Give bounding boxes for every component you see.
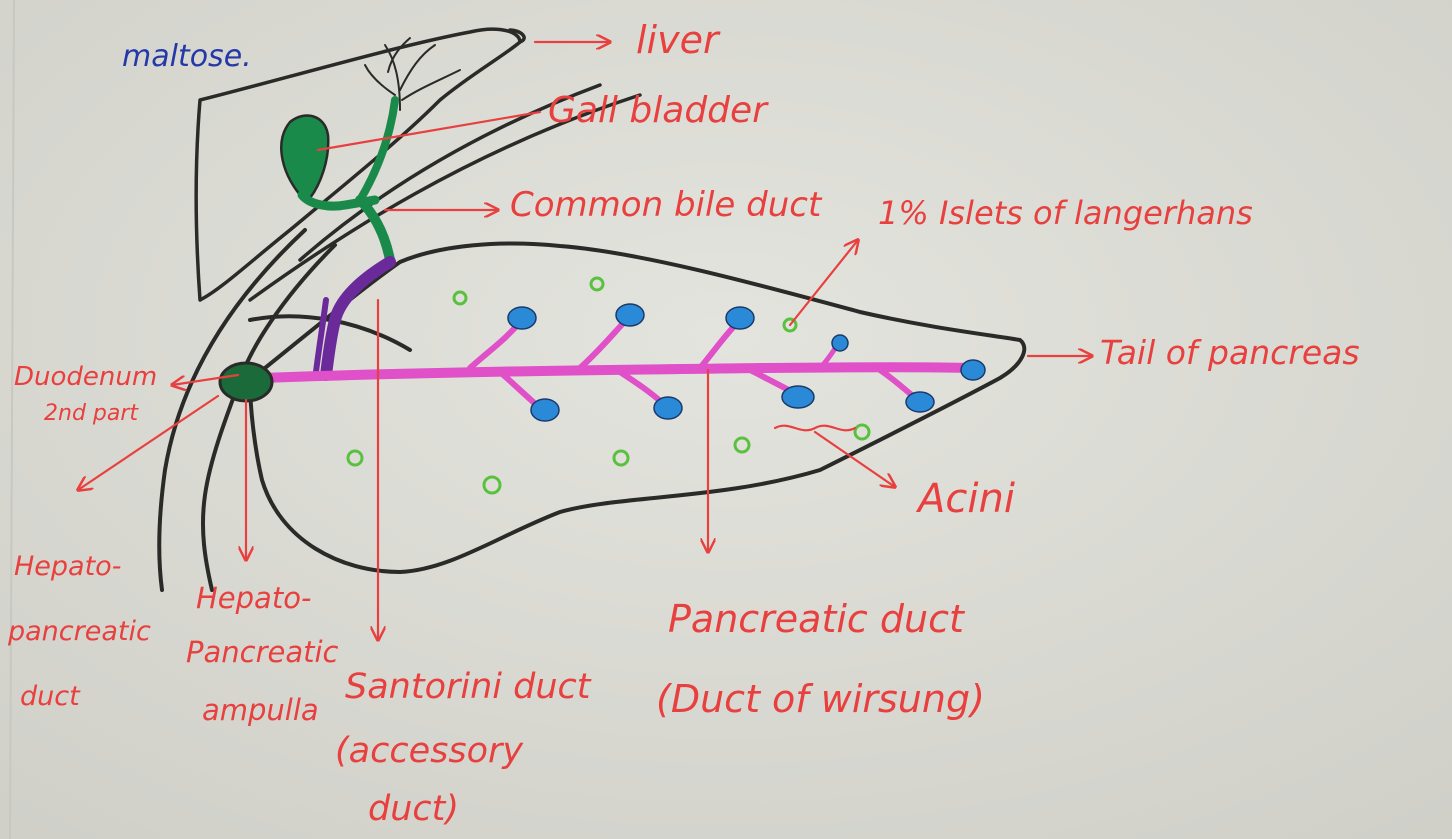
label-hp-ampulla-line3: ampulla [202,693,319,727]
label-hp-duct-line2: pancreatic [7,616,151,647]
label-duodenum-line1: Duodenum [14,362,157,392]
acinus [726,307,754,329]
acinus [832,335,848,351]
label-hp-duct-line1: Hepato- [14,551,121,582]
acinus [654,397,682,419]
label-tail-of-pancreas: Tail of pancreas [1100,333,1360,372]
header-note: maltose. [122,39,252,74]
acinus [616,304,644,326]
label-liver: liver [636,18,721,62]
label-hp-ampulla-line1: Hepato- [196,581,311,615]
label-santorini-line2: (accessory [335,731,524,771]
hepatopancreatic-ampulla [220,363,272,401]
label-hp-ampulla-line2: Pancreatic [186,635,339,669]
acinus [782,386,814,408]
label-acini: Acini [915,476,1015,522]
acinus [508,307,536,329]
acinus [531,399,559,421]
label-santorini-line3: duct) [368,789,459,829]
label-gall-bladder: Gall bladder [548,90,769,131]
label-islets: 1% Islets of langerhans [878,194,1253,232]
label-pancreatic-line2: (Duct of wirsung) [656,677,985,721]
label-hp-duct-line3: duct [20,681,81,712]
acinus [906,392,934,412]
label-common-bile-duct: Common bile duct [510,185,823,225]
label-santorini-line1: Santorini duct [345,667,592,707]
label-duodenum-line2: 2nd part [44,401,139,426]
acinus [961,360,985,380]
label-pancreatic-line1: Pancreatic duct [668,597,966,641]
